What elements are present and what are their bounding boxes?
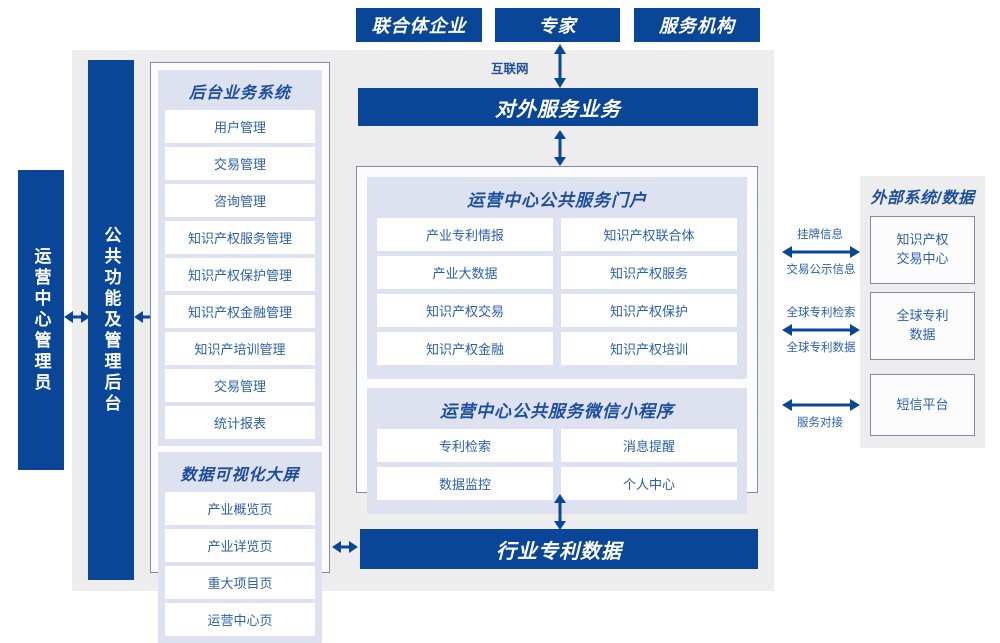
backend-system-group: 后台业务系统 用户管理 交易管理 咨询管理 知识产权服务管理 知识产权保护管理 … <box>158 70 322 446</box>
actor-box-consortium[interactable]: 联合体企业 <box>356 8 482 42</box>
portal-frame: 运营中心公共服务门户 产业专利情报 知识产权联合体 产业大数据 知识产权服务 知… <box>356 166 758 514</box>
actor-label: 服务机构 <box>659 16 735 36</box>
operator-to-backend-arrow-icon <box>64 311 90 323</box>
backend-item[interactable]: 知识产权保护管理 <box>165 258 315 291</box>
portal-group: 运营中心公共服务门户 产业专利情报 知识产权联合体 产业大数据 知识产权服务 知… <box>367 177 747 379</box>
backend-item[interactable]: 知识产权金融管理 <box>165 295 315 328</box>
common-backend-label: 公共功能及管理后台 <box>101 225 121 415</box>
backend-item[interactable]: 交易管理 <box>165 147 315 180</box>
miniprogram-item[interactable]: 数据监控 <box>377 467 553 500</box>
external-system-label: 短信平台 <box>896 396 949 412</box>
dataviz-item[interactable]: 重大项目页 <box>165 566 315 599</box>
external-system-ip-exchange[interactable]: 知识产权交易中心 <box>870 216 975 284</box>
common-backend-rail[interactable]: 公共功能及管理后台 <box>88 60 134 580</box>
external-service-bar[interactable]: 对外服务业务 <box>358 88 758 126</box>
ext-link-2-label-below: 全球专利数据 <box>786 342 856 354</box>
ext-link-2-arrow-icon <box>782 324 860 336</box>
portal-item[interactable]: 产业专利情报 <box>377 218 553 251</box>
backend-item[interactable]: 咨询管理 <box>165 184 315 217</box>
backend-item[interactable]: 知识产培训管理 <box>165 332 315 365</box>
miniprogram-grid: 专利检索 消息提醒 数据监控 个人中心 <box>377 429 737 505</box>
portal-item[interactable]: 知识产权保护 <box>561 294 737 327</box>
portal-grid: 产业专利情报 知识产权联合体 产业大数据 知识产权服务 知识产权交易 知识产权保… <box>377 218 737 370</box>
left-modules-frame: 后台业务系统 用户管理 交易管理 咨询管理 知识产权服务管理 知识产权保护管理 … <box>150 62 330 643</box>
portal-title: 运营中心公共服务门户 <box>467 191 647 210</box>
backend-item[interactable]: 统计报表 <box>165 406 315 439</box>
external-systems-title: 外部系统/数据 <box>870 190 975 207</box>
external-service-title: 对外服务业务 <box>495 98 621 121</box>
ext-link-1-arrow-icon <box>782 246 860 258</box>
backend-item[interactable]: 知识产权服务管理 <box>165 221 315 254</box>
miniprogram-item[interactable]: 专利检索 <box>377 429 553 462</box>
industry-patent-data-bar[interactable]: 行业专利数据 <box>360 529 758 569</box>
operator-rail[interactable]: 运营中心管理员 <box>18 170 64 470</box>
ext-link-3-arrow-icon <box>782 399 860 411</box>
portal-item[interactable]: 知识产权联合体 <box>561 218 737 251</box>
miniprogram-title: 运营中心公共服务微信小程序 <box>440 402 674 421</box>
external-system-label: 知识产权交易中心 <box>896 232 949 266</box>
dataviz-item[interactable]: 运营中心页 <box>165 603 315 636</box>
dataviz-item[interactable]: 产业详览页 <box>165 529 315 562</box>
ext-link-1-label-below: 交易公示信息 <box>786 264 856 276</box>
internet-label: 互联网 <box>491 62 529 76</box>
external-system-sms-platform[interactable]: 短信平台 <box>870 374 975 436</box>
modules-to-data-arrow-icon <box>332 541 358 553</box>
portal-to-data-arrow-icon <box>554 494 566 530</box>
backend-item[interactable]: 用户管理 <box>165 110 315 143</box>
dataviz-group: 数据可视化大屏 产业概览页 产业详览页 重大项目页 运营中心页 <box>158 452 322 643</box>
ext-link-2-label-above: 全球专利检索 <box>786 307 856 319</box>
miniprogram-item[interactable]: 个人中心 <box>561 467 737 500</box>
backend-system-title: 后台业务系统 <box>188 85 291 102</box>
miniprogram-item[interactable]: 消息提醒 <box>561 429 737 462</box>
actor-box-expert[interactable]: 专家 <box>495 8 620 42</box>
actor-label: 专家 <box>538 16 577 36</box>
external-system-global-patent-data[interactable]: 全球专利数据 <box>870 292 975 360</box>
operator-label: 运营中心管理员 <box>31 246 51 394</box>
portal-item[interactable]: 知识产权培训 <box>561 332 737 365</box>
miniprogram-group: 运营中心公共服务微信小程序 专利检索 消息提醒 数据监控 个人中心 <box>367 388 747 514</box>
actor-label: 联合体企业 <box>371 16 467 36</box>
dataviz-item[interactable]: 产业概览页 <box>165 492 315 525</box>
portal-item[interactable]: 知识产权交易 <box>377 294 553 327</box>
ext-link-3-label-below: 服务对接 <box>797 417 843 429</box>
backend-item[interactable]: 交易管理 <box>165 369 315 402</box>
external-system-label: 全球专利数据 <box>896 308 949 342</box>
actor-box-service-agency[interactable]: 服务机构 <box>634 8 760 42</box>
industry-patent-data-title: 行业专利数据 <box>496 540 622 563</box>
service-to-portal-arrow-icon <box>554 130 566 166</box>
ext-link-1-label-above: 挂牌信息 <box>797 229 843 241</box>
portal-item[interactable]: 知识产权服务 <box>561 256 737 289</box>
portal-item[interactable]: 知识产权金融 <box>377 332 553 365</box>
dataviz-title: 数据可视化大屏 <box>180 467 300 484</box>
internet-arrow-icon <box>554 44 566 88</box>
portal-item[interactable]: 产业大数据 <box>377 256 553 289</box>
